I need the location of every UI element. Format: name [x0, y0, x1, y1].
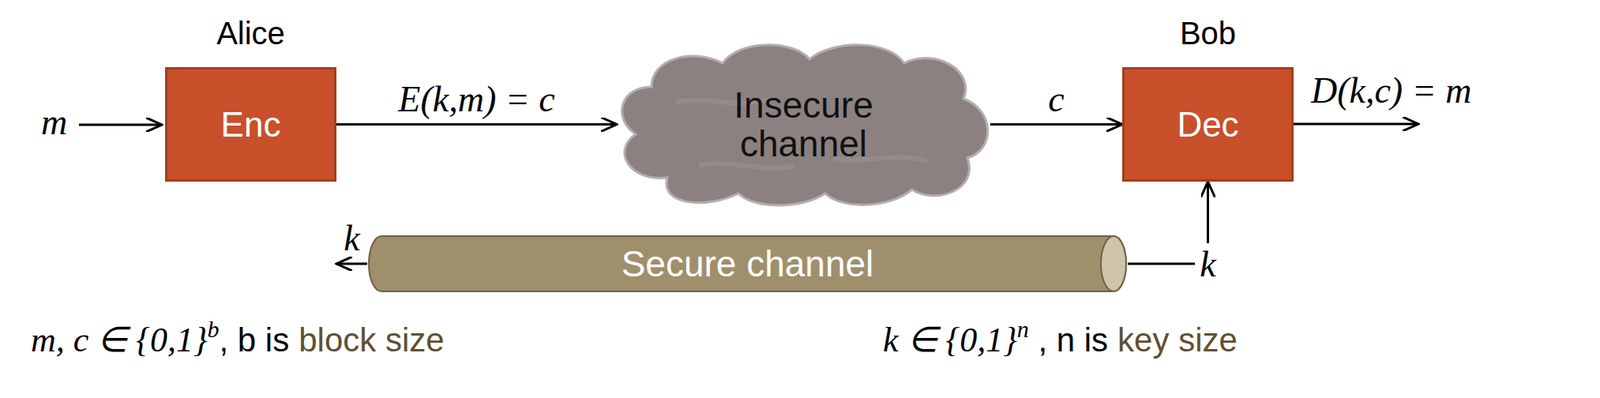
superscript: n: [1017, 315, 1030, 343]
output-label: D(k,c) = m: [1310, 69, 1472, 112]
variable-text: , b is: [219, 321, 290, 360]
decrypt-box: BobDec: [1122, 67, 1294, 182]
insecure-cloud: Insecure channel: [612, 39, 996, 210]
encrypt-box: AliceEnc: [165, 67, 337, 182]
edge-label: E(k,m) = c: [398, 78, 555, 121]
connector: [336, 123, 617, 126]
notation-line: k ∈ {0,1}n , n iskey size: [882, 319, 1238, 361]
party-name: Alice: [216, 15, 286, 52]
set-notation: m, c ∈ {0,1}: [30, 319, 208, 361]
secure-pipe: Secure channel: [367, 234, 1128, 293]
node-text: Secure channel: [621, 242, 875, 286]
input-arrow: [78, 123, 162, 127]
superscript: b: [207, 315, 220, 343]
output-arrow: [1293, 123, 1419, 126]
edge-label: c: [1047, 78, 1064, 121]
edge-label: k: [1194, 243, 1221, 286]
notation-line: m, c ∈ {0,1}b, b isblock size: [30, 319, 445, 361]
size-term: block size: [298, 321, 444, 360]
party-name: Bob: [1179, 15, 1236, 52]
message-label: m: [41, 101, 68, 143]
node-text: Dec: [1176, 105, 1239, 145]
node-text: Enc: [221, 105, 282, 145]
node-text: Insecure channel: [709, 86, 899, 163]
size-term: key size: [1117, 321, 1238, 360]
variable-text: , n is: [1029, 321, 1108, 360]
set-notation: k ∈ {0,1}: [882, 319, 1018, 361]
edge-label: k: [343, 217, 360, 260]
connector: [990, 123, 1123, 126]
connector: [336, 262, 368, 266]
